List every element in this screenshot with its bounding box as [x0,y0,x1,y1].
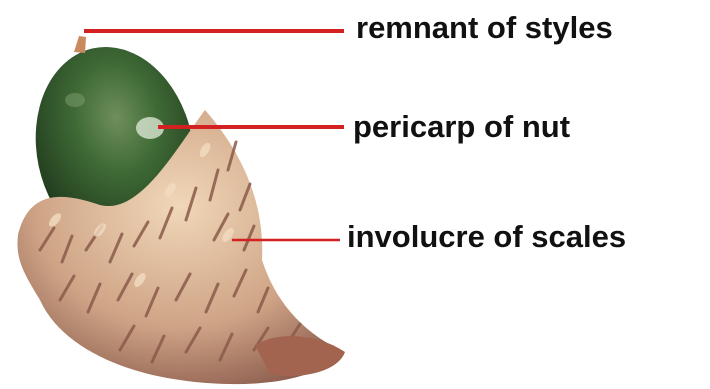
label-pericarp-of-nut: pericarp of nut [353,111,570,142]
label-remnant-of-styles: remnant of styles [356,12,613,43]
acorn-stalk [255,336,345,376]
style-remnant [74,36,86,53]
label-involucre-of-scales: involucre of scales [347,221,626,252]
